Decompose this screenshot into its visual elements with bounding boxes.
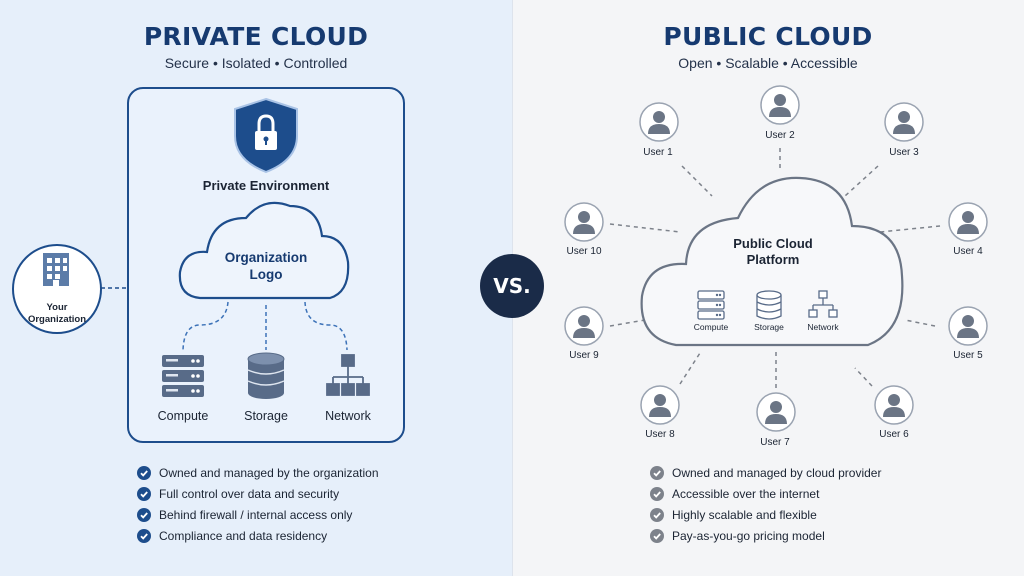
check-icon	[650, 507, 664, 522]
check-icon	[137, 528, 151, 543]
private-feature-text: Full control over data and security	[159, 486, 340, 501]
user-label: User 5	[953, 350, 983, 361]
check-icon	[650, 486, 664, 501]
user-icon	[639, 102, 679, 142]
private-feature-item: Owned and managed by the organization	[137, 462, 379, 483]
private-resource-connectors	[182, 301, 348, 351]
check-icon	[137, 465, 151, 480]
private-cloud-title: PRIVATE CLOUD	[143, 22, 369, 51]
private-storage-label: Storage	[244, 409, 288, 423]
private-network-label: Network	[325, 409, 371, 423]
private-features-list: Owned and managed by the organization Fu…	[137, 462, 379, 546]
private-feature-item: Full control over data and security	[137, 483, 379, 504]
organization-circle	[12, 244, 102, 334]
shield-lock-icon	[234, 97, 298, 174]
user-label: User 4	[953, 246, 983, 257]
public-cloud-title: PUBLIC CLOUD	[663, 22, 873, 51]
check-icon	[650, 528, 664, 543]
public-feature-item: Owned and managed by cloud provider	[650, 462, 881, 483]
network-icon	[326, 354, 370, 396]
user-label: User 2	[765, 130, 795, 141]
user-icon	[640, 385, 680, 425]
private-feature-text: Owned and managed by the organization	[159, 465, 379, 480]
public-storage-label: Storage	[754, 322, 784, 332]
your-organization-label-line1: Your	[46, 302, 68, 313]
user-label: User 1	[643, 147, 673, 158]
public-features-list: Owned and managed by cloud provider Acce…	[650, 462, 881, 546]
user-icon	[760, 85, 800, 125]
network-icon	[808, 290, 838, 318]
user-label: User 10	[566, 246, 602, 257]
public-compute-label: Compute	[693, 322, 729, 332]
building-icon	[43, 253, 69, 286]
private-feature-text: Compliance and data residency	[159, 528, 328, 543]
database-icon	[247, 352, 285, 399]
user-icon	[756, 392, 796, 432]
user-label: User 3	[889, 147, 919, 158]
check-icon	[137, 486, 151, 501]
public-feature-text: Accessible over the internet	[672, 486, 820, 501]
user-label: User 8	[645, 429, 675, 440]
public-feature-item: Accessible over the internet	[650, 483, 881, 504]
public-feature-item: Pay-as-you-go pricing model	[650, 525, 881, 546]
public-platform-label-line2: Platform	[746, 252, 800, 267]
your-organization-label-line2: Organization	[27, 314, 87, 325]
user-icon	[874, 385, 914, 425]
organization-logo-label-line1: Organization	[224, 250, 308, 265]
user-avatars	[564, 85, 988, 432]
user-label: User 6	[879, 429, 909, 440]
public-feature-text: Highly scalable and flexible	[672, 507, 817, 522]
user-label: User 9	[569, 350, 599, 361]
public-cloud-subtitle: Open • Scalable • Accessible	[678, 55, 858, 71]
organization-cloud-shape	[178, 201, 350, 300]
private-feature-item: Behind firewall / internal access only	[137, 504, 379, 525]
private-cloud-subtitle: Secure • Isolated • Controlled	[164, 55, 348, 71]
private-compute-label: Compute	[157, 409, 209, 423]
public-feature-item: Highly scalable and flexible	[650, 504, 881, 525]
server-icon	[697, 290, 725, 320]
user-icon	[884, 102, 924, 142]
public-feature-text: Owned and managed by cloud provider	[672, 465, 882, 480]
private-feature-text: Behind firewall / internal access only	[159, 507, 353, 522]
organization-logo-label-line2: Logo	[249, 267, 283, 282]
vs-badge: VS.	[480, 254, 544, 318]
user-icon	[948, 202, 988, 242]
private-feature-item: Compliance and data residency	[137, 525, 379, 546]
database-icon	[756, 290, 782, 320]
server-icon	[162, 355, 204, 397]
public-platform-label-line1: Public Cloud	[733, 236, 813, 251]
private-environment-label: Private Environment	[202, 178, 330, 193]
check-icon	[137, 507, 151, 522]
public-network-label: Network	[807, 322, 839, 332]
user-icon	[564, 202, 604, 242]
user-icon	[564, 306, 604, 346]
public-feature-text: Pay-as-you-go pricing model	[672, 528, 825, 543]
user-label: User 7	[760, 437, 790, 448]
check-icon	[650, 465, 664, 480]
user-icon	[948, 306, 988, 346]
